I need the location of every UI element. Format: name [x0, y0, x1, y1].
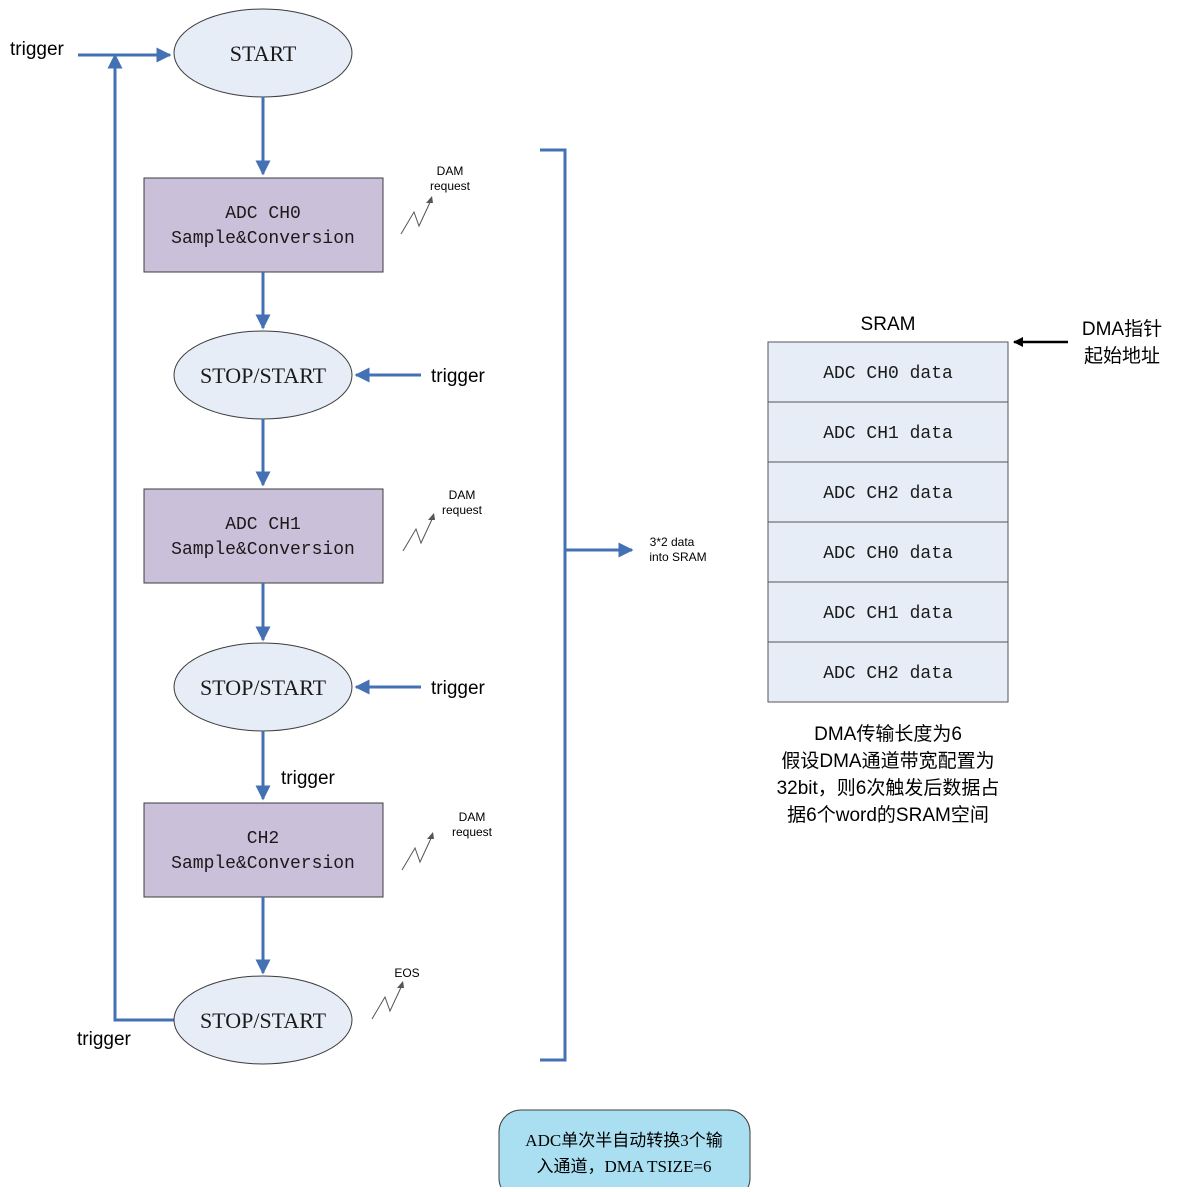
- sram-note-line: 据6个word的SRAM空间: [787, 804, 989, 826]
- sram-note-line: 假设DMA通道带宽配置为: [781, 750, 994, 772]
- dma-request-signal-icon: [401, 833, 434, 871]
- sram-cell: [767, 521, 1009, 583]
- trigger-label-3: trigger: [281, 768, 336, 789]
- adc-ch1-title: ADC CH1: [225, 515, 301, 535]
- sram-note-line: DMA传输长度为6: [814, 723, 962, 745]
- bracket-label-line1: 3*2 data: [650, 535, 695, 549]
- dam-request-label-3: DAM: [459, 810, 486, 824]
- sram-table: ADC CH0 data ADC CH1 data ADC CH2 data A…: [767, 341, 1009, 703]
- sram-note-line: 32bit，则6次触发后数据占: [777, 777, 1000, 799]
- bracket-label-line2: into SRAM: [649, 550, 706, 564]
- sram-cell-text: ADC CH1 data: [823, 424, 953, 444]
- start-label: START: [230, 41, 297, 66]
- sram-cell: [767, 581, 1009, 643]
- dma-request-signal-icon: [402, 514, 435, 552]
- dam-request-label-1: DAM: [437, 164, 464, 178]
- stop-start-ellipse-3: [173, 975, 353, 1065]
- adc-ch1-subtitle: Sample&Conversion: [171, 540, 355, 560]
- sram-cell: [767, 641, 1009, 703]
- caption-box: [498, 1109, 751, 1192]
- stop-start-label-1: STOP/START: [200, 363, 327, 388]
- dam-request-sub-2: request: [442, 503, 483, 517]
- eos-label: EOS: [394, 966, 419, 980]
- sram-cell-text: ADC CH2 data: [823, 664, 953, 684]
- adc-ch0-box: [143, 177, 384, 273]
- dam-request-label-2: DAM: [449, 488, 476, 502]
- caption-line2: 入通道，DMA TSIZE=6: [536, 1157, 711, 1176]
- sram-note: DMA传输长度为6 假设DMA通道带宽配置为 32bit，则6次触发后数据占 据…: [777, 723, 1000, 826]
- adc-ch0-subtitle: Sample&Conversion: [171, 229, 355, 249]
- adc-ch0-title: ADC CH0: [225, 204, 301, 224]
- adc-ch2-title: CH2: [247, 829, 279, 849]
- dma-request-signal-icon: [400, 197, 433, 235]
- dam-request-sub-1: request: [430, 179, 471, 193]
- sram-cell-text: ADC CH1 data: [823, 604, 953, 624]
- bracket: [540, 148, 567, 1062]
- dma-pointer-label-line1: DMA指针: [1082, 318, 1162, 340]
- trigger-label-1: trigger: [431, 366, 486, 387]
- trigger-label-top: trigger: [10, 39, 65, 60]
- stop-start-label-3: STOP/START: [200, 1008, 327, 1033]
- trigger-label-bottom: trigger: [77, 1029, 132, 1050]
- sram-cell-text: ADC CH0 data: [823, 544, 953, 564]
- caption-line1: ADC单次半自动转换3个输: [525, 1131, 722, 1150]
- dam-request-sub-3: request: [452, 825, 493, 839]
- sram-cell-text: ADC CH0 data: [823, 364, 953, 384]
- adc-ch1-box: [143, 488, 384, 584]
- dma-pointer-label-line2: 起始地址: [1084, 345, 1160, 367]
- adc-ch2-subtitle: Sample&Conversion: [171, 854, 355, 874]
- adc-ch2-box: [143, 802, 384, 898]
- stop-start-label-2: STOP/START: [200, 675, 327, 700]
- eos-signal-icon: [371, 982, 404, 1020]
- trigger-label-2: trigger: [431, 678, 486, 699]
- loop-back-connector: [113, 55, 174, 1022]
- sram-cell-text: ADC CH2 data: [823, 484, 953, 504]
- sram-cell: [767, 341, 1009, 403]
- sram-title: SRAM: [861, 314, 916, 335]
